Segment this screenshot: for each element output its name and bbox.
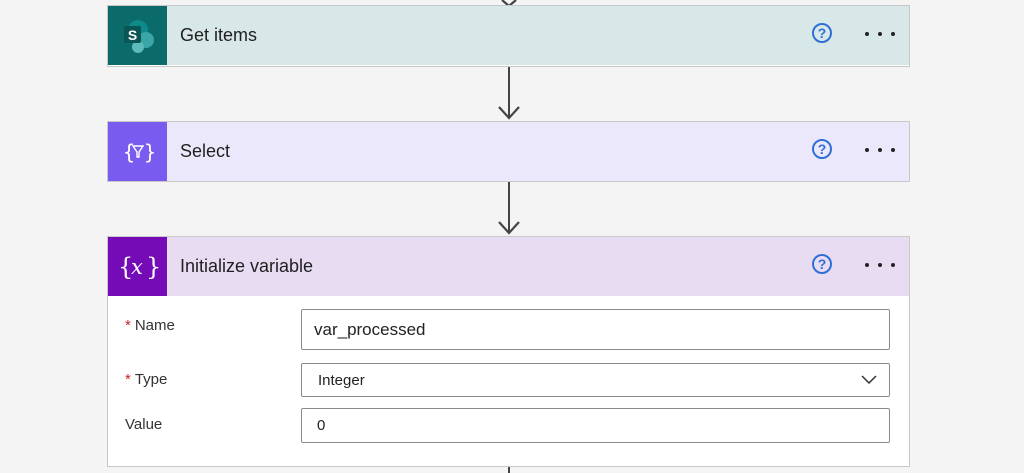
help-icon[interactable]: ? [812, 254, 832, 274]
type-select[interactable]: Integer [301, 363, 890, 397]
connector-arrow-bottom [508, 467, 510, 473]
more-options-icon[interactable] [865, 263, 895, 269]
name-label: *Name [125, 317, 175, 334]
connector-arrow [498, 67, 520, 120]
svg-text:{: { [118, 253, 133, 281]
chevron-down-icon [861, 375, 877, 385]
help-icon[interactable]: ? [812, 139, 832, 159]
svg-text:x: x [131, 255, 143, 279]
initialize-variable-card[interactable]: { x } Initialize variable ? *Name var_pr… [107, 236, 910, 467]
help-icon[interactable]: ? [812, 23, 832, 43]
select-header[interactable]: { } Select ? [108, 122, 909, 181]
get-items-card[interactable]: S Get items ? [107, 5, 910, 67]
get-items-header[interactable]: S Get items ? [108, 6, 909, 65]
value-label: Value [125, 416, 163, 433]
select-card[interactable]: { } Select ? [107, 121, 910, 182]
data-operation-filter-icon: { } [108, 122, 167, 181]
svg-text:}: } [146, 253, 160, 281]
required-mark: * [125, 317, 131, 334]
connector-arrow [498, 182, 520, 235]
svg-text:{: { [123, 140, 135, 164]
value-input[interactable]: 0 [301, 408, 890, 443]
get-items-title: Get items [180, 25, 258, 45]
variable-icon: { x } [108, 237, 167, 296]
required-mark: * [125, 371, 131, 388]
name-input[interactable]: var_processed [301, 309, 890, 350]
more-options-icon[interactable] [865, 32, 895, 38]
sharepoint-icon: S [108, 6, 167, 65]
initialize-variable-title: Initialize variable [180, 256, 314, 276]
select-title: Select [180, 141, 231, 161]
type-label: *Type [125, 371, 168, 388]
svg-text:}: } [144, 140, 156, 164]
more-options-icon[interactable] [865, 148, 895, 154]
svg-text:S: S [127, 27, 136, 43]
initialize-variable-header[interactable]: { x } Initialize variable ? [108, 237, 909, 296]
